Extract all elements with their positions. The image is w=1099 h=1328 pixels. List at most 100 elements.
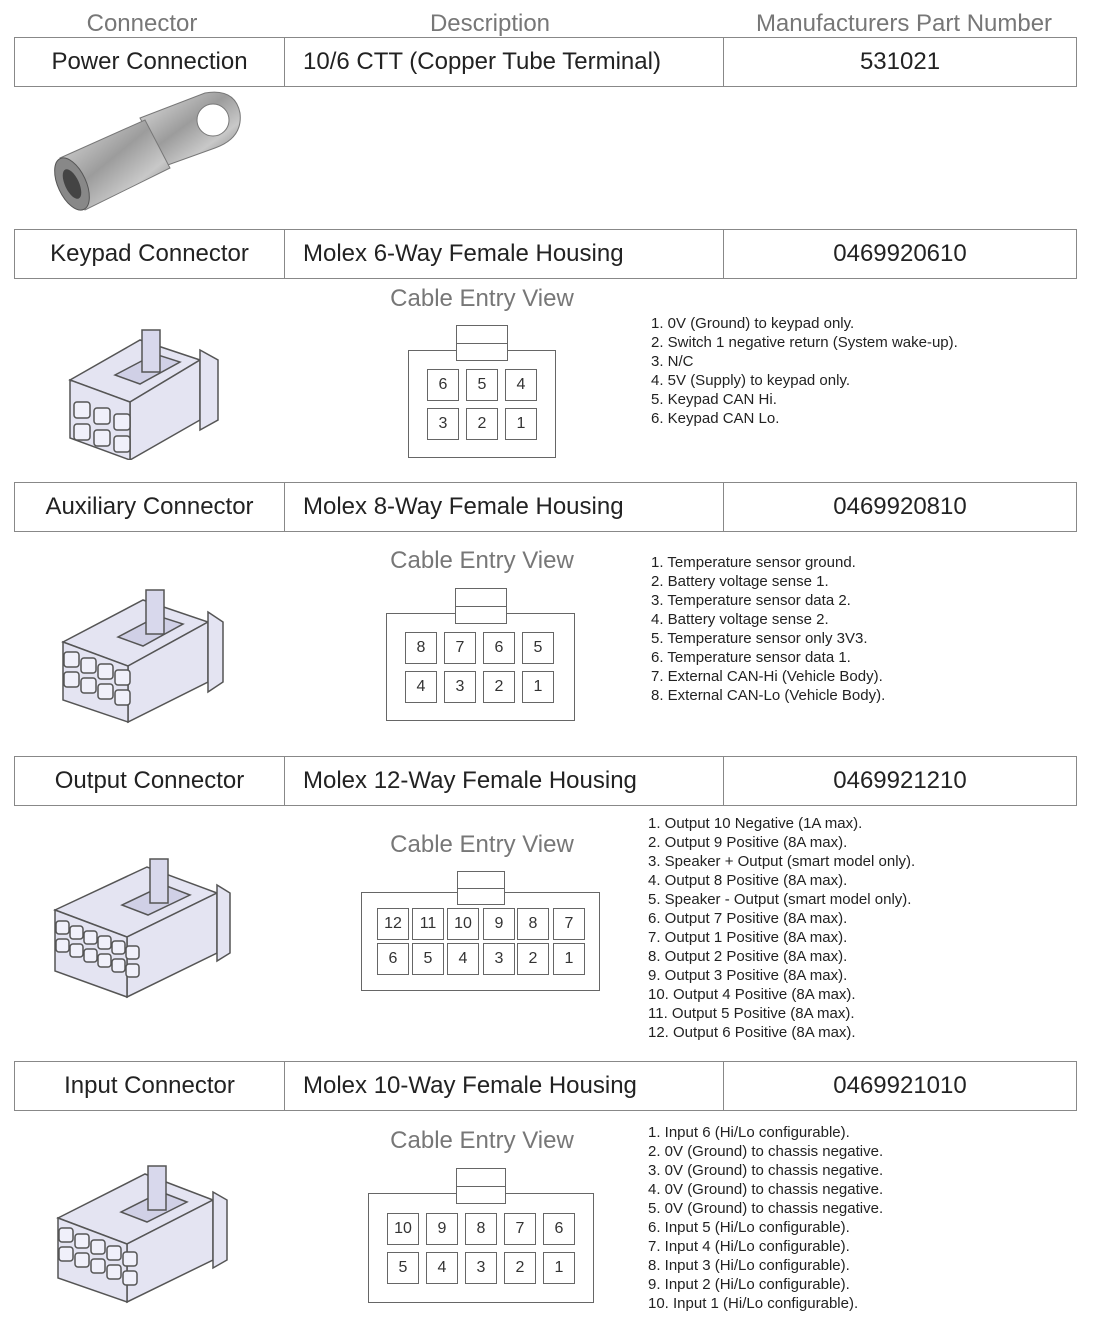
header-description: Description xyxy=(429,10,551,37)
list-item: 2. Output 9 Positive (8A max). xyxy=(648,834,848,851)
keypad-latch xyxy=(456,325,508,361)
list-item: 1. Output 10 Negative (1A max). xyxy=(648,815,863,832)
pin: 7 xyxy=(504,1213,536,1245)
pin: 3 xyxy=(427,408,459,440)
pin: 8 xyxy=(517,908,549,940)
auxiliary-pin-list: 1. Temperature sensor ground. 2. Battery… xyxy=(651,553,885,705)
list-item: 9. Input 2 (Hi/Lo configurable). xyxy=(648,1276,850,1293)
pin: 6 xyxy=(543,1213,575,1245)
keypad-connector-3d-image xyxy=(68,329,219,460)
output-connector-3d-image xyxy=(53,858,231,999)
pin: 1 xyxy=(543,1252,575,1284)
output-description: Molex 12-Way Female Housing xyxy=(285,757,724,805)
output-part-number: 0469921210 xyxy=(833,767,967,794)
output-latch xyxy=(457,871,505,905)
pin: 10 xyxy=(447,908,479,940)
list-item: 2. 0V (Ground) to chassis negative. xyxy=(648,1143,884,1160)
pin: 11 xyxy=(412,908,444,940)
keypad-row: Keypad Connector Molex 6-Way Female Hous… xyxy=(14,229,1077,279)
auxiliary-pin-diagram: 8 7 6 5 4 3 2 1 xyxy=(386,588,575,721)
pin: 5 xyxy=(522,632,554,664)
output-cable-entry-label: Cable Entry View xyxy=(390,831,574,858)
pin: 5 xyxy=(387,1252,419,1284)
auxiliary-description: Molex 8-Way Female Housing xyxy=(285,483,724,531)
list-item: 10. Output 4 Positive (8A max). xyxy=(648,986,856,1003)
pin: 2 xyxy=(504,1252,536,1284)
auxiliary-latch xyxy=(455,588,507,624)
pin: 3 xyxy=(444,671,476,703)
keypad-pin-list: 1. 0V (Ground) to keypad only. 2. Switch… xyxy=(651,314,958,428)
pin: 6 xyxy=(377,943,409,975)
pin: 4 xyxy=(405,671,437,703)
list-item: 3. 0V (Ground) to chassis negative. xyxy=(648,1162,884,1179)
power-row: Power Connection 10/6 CTT (Copper Tube T… xyxy=(14,37,1077,87)
list-item: 12. Output 6 Positive (8A max). xyxy=(648,1024,856,1041)
pin: 4 xyxy=(447,943,479,975)
list-item: 5. 0V (Ground) to chassis negative. xyxy=(648,1200,884,1217)
keypad-cable-entry-label: Cable Entry View xyxy=(390,285,574,312)
list-item: 11. Output 5 Positive (8A max). xyxy=(648,1005,855,1022)
pin: 4 xyxy=(426,1252,458,1284)
list-item: 9. Output 3 Positive (8A max). xyxy=(648,967,848,984)
list-item: 8. Output 2 Positive (8A max). xyxy=(648,948,848,965)
header-connector: Connector xyxy=(86,10,198,37)
pin: 12 xyxy=(377,908,409,940)
list-item: 6. Output 7 Positive (8A max). xyxy=(648,910,848,927)
pin: 9 xyxy=(426,1213,458,1245)
pin: 1 xyxy=(553,943,585,975)
input-pin-list: 1. Input 6 (Hi/Lo configurable). 2. 0V (… xyxy=(648,1123,883,1313)
pin: 10 xyxy=(387,1213,419,1245)
input-row: Input Connector Molex 10-Way Female Hous… xyxy=(14,1061,1077,1111)
keypad-description: Molex 6-Way Female Housing xyxy=(285,230,724,278)
power-description: 10/6 CTT (Copper Tube Terminal) xyxy=(285,38,724,86)
power-connector-name: Power Connection xyxy=(15,38,285,86)
list-item: 2. Battery voltage sense 1. xyxy=(651,573,829,590)
pin: 4 xyxy=(505,369,537,401)
list-item: 5. Keypad CAN Hi. xyxy=(651,391,777,408)
keypad-part-number: 0469920610 xyxy=(833,240,967,267)
pin: 2 xyxy=(466,408,498,440)
pin: 7 xyxy=(444,632,476,664)
auxiliary-row: Auxiliary Connector Molex 8-Way Female H… xyxy=(14,482,1077,532)
pin: 3 xyxy=(483,943,515,975)
list-item: 4. 5V (Supply) to keypad only. xyxy=(651,372,850,389)
input-cable-entry-label: Cable Entry View xyxy=(390,1127,574,1154)
list-item: 5. Temperature sensor only 3V3. xyxy=(651,630,868,647)
pin: 5 xyxy=(466,369,498,401)
list-item: 5. Speaker - Output (smart model only). xyxy=(648,891,912,908)
list-item: 1. 0V (Ground) to keypad only. xyxy=(651,315,855,332)
power-part-number: 531021 xyxy=(859,48,941,75)
input-latch xyxy=(456,1168,506,1204)
output-pin-list: 1. Output 10 Negative (1A max). 2. Outpu… xyxy=(648,814,915,1042)
auxiliary-part-number: 0469920810 xyxy=(833,493,967,520)
output-pin-diagram: 12 11 10 9 8 7 6 5 4 3 2 1 xyxy=(361,871,600,991)
list-item: 6. Temperature sensor data 1. xyxy=(651,649,851,666)
list-item: 3. N/C xyxy=(651,353,694,370)
list-item: 6. Input 5 (Hi/Lo configurable). xyxy=(648,1219,850,1236)
auxiliary-connector-name: Auxiliary Connector xyxy=(15,483,285,531)
pin: 8 xyxy=(465,1213,497,1245)
list-item: 3. Speaker + Output (smart model only). xyxy=(648,853,916,870)
copper-tube-terminal-image xyxy=(54,91,241,211)
pin: 8 xyxy=(405,632,437,664)
list-item: 4. Battery voltage sense 2. xyxy=(651,611,829,628)
pin: 6 xyxy=(483,632,515,664)
list-item: 7. Input 4 (Hi/Lo configurable). xyxy=(648,1238,850,1255)
list-item: 4. Output 8 Positive (8A max). xyxy=(648,872,848,889)
input-connector-3d-image xyxy=(56,1165,228,1304)
list-item: 8. External CAN-Lo (Vehicle Body). xyxy=(651,687,886,704)
output-row: Output Connector Molex 12-Way Female Hou… xyxy=(14,756,1077,806)
list-item: 1. Temperature sensor ground. xyxy=(651,554,856,571)
input-part-number: 0469921010 xyxy=(833,1072,967,1099)
auxiliary-cable-entry-label: Cable Entry View xyxy=(390,547,574,574)
list-item: 1. Input 6 (Hi/Lo configurable). xyxy=(648,1124,850,1141)
input-connector-name: Input Connector xyxy=(15,1062,285,1110)
header-part-number: Manufacturers Part Number xyxy=(755,10,1053,37)
pin: 2 xyxy=(517,943,549,975)
pin: 1 xyxy=(522,671,554,703)
list-item: 3. Temperature sensor data 2. xyxy=(651,592,851,609)
list-item: 2. Switch 1 negative return (System wake… xyxy=(651,334,958,351)
keypad-connector-name: Keypad Connector xyxy=(15,230,285,278)
auxiliary-connector-3d-image xyxy=(61,589,224,724)
pin: 1 xyxy=(505,408,537,440)
